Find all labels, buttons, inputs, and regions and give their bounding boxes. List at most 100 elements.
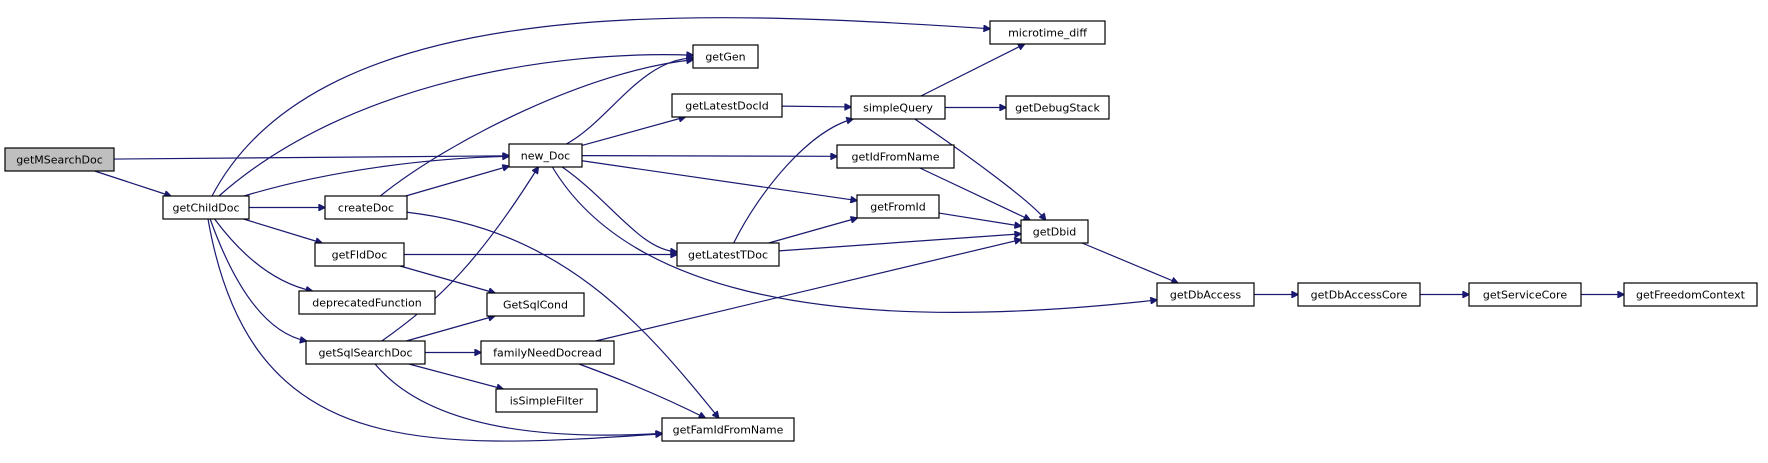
edge-getSqlSearchDoc-to-new_Doc [381, 167, 538, 342]
node-getLatestDocId[interactable]: getLatestDocId [671, 93, 783, 118]
edge-line [113, 156, 509, 160]
node-deprecatedFunction[interactable]: deprecatedFunction [298, 290, 436, 315]
edge-getChildDoc-to-getSqlSearchDoc [209, 218, 306, 341]
edge-getLatestTDoc-to-getDbid [778, 234, 1021, 252]
node-getFamIdFromName[interactable]: getFamIdFromName [661, 417, 795, 442]
node-label: getLatestDocId [685, 100, 769, 113]
edges-layer [94, 17, 1624, 442]
node-box [692, 44, 759, 69]
edge-getFromId-to-getDbid [938, 212, 1021, 226]
node-box [1005, 95, 1110, 120]
node-box [676, 242, 780, 267]
node-getFreedomContext[interactable]: getFreedomContext [1623, 282, 1758, 307]
edge-getLatestDocId-to-simpleQuery [781, 106, 851, 107]
node-getChildDoc[interactable]: getChildDoc [162, 195, 250, 220]
edge-getChildDoc-to-getFamIdFromName [207, 218, 662, 442]
node-box [1156, 282, 1255, 307]
node-label: GetSqlCond [503, 299, 568, 312]
node-microtime_diff[interactable]: microtime_diff [989, 20, 1106, 45]
edge-familyNeedDocread-to-getDbid [595, 239, 1021, 342]
node-getFromId[interactable]: getFromId [856, 194, 940, 219]
node-box [324, 195, 408, 220]
node-label: familyNeedDocread [493, 347, 602, 360]
node-box [480, 340, 615, 365]
node-label: microtime_diff [1008, 27, 1087, 40]
edge-new_Doc-to-getLatestTDoc [561, 166, 677, 252]
node-label: getDebugStack [1015, 102, 1100, 115]
node-label: simpleQuery [863, 102, 933, 115]
edge-getSqlSearchDoc-to-isSimpleFilter [408, 363, 503, 389]
node-isSimpleFilter[interactable]: isSimpleFilter [495, 388, 598, 413]
edge-line [1081, 242, 1178, 283]
edge-new_Doc-to-getFromId [581, 160, 857, 201]
node-box [495, 388, 598, 413]
node-box [850, 95, 946, 120]
node-label: getDbAccessCore [1311, 289, 1408, 302]
edge-line [405, 166, 509, 197]
node-box [836, 144, 955, 169]
edge-line [209, 218, 306, 341]
edge-getChildDoc-to-microtime_diff [211, 17, 990, 197]
edge-getChildDoc-to-getFldDoc [243, 218, 322, 243]
node-familyNeedDocread[interactable]: familyNeedDocread [480, 340, 615, 365]
edge-line [399, 265, 495, 293]
node-label: getMSearchDoc [16, 154, 103, 167]
node-getDebugStack[interactable]: getDebugStack [1005, 95, 1110, 120]
node-label: getLatestTDoc [688, 249, 768, 262]
edge-createDoc-to-getGen [379, 60, 693, 197]
edge-getIdFromName-to-getDbid [919, 167, 1030, 220]
edge-simpleQuery-to-microtime_diff [920, 44, 1025, 97]
node-getLatestTDoc[interactable]: getLatestTDoc [676, 242, 780, 267]
node-label: isSimpleFilter [510, 395, 584, 408]
edge-line [919, 167, 1030, 220]
node-getSqlSearchDoc[interactable]: getSqlSearchDoc [305, 340, 426, 365]
node-getDbAccessCore[interactable]: getDbAccessCore [1297, 282, 1421, 307]
edge-line [551, 166, 1157, 313]
edge-line [578, 363, 705, 418]
edge-simpleQuery-to-getDbid [914, 118, 1046, 220]
node-box [661, 417, 795, 442]
edge-new_Doc-to-getIdFromName [581, 156, 837, 157]
node-box [1468, 282, 1582, 307]
node-getDbAccess[interactable]: getDbAccess [1156, 282, 1255, 307]
node-getGen[interactable]: getGen [692, 44, 759, 69]
node-box [1297, 282, 1421, 307]
edge-line [914, 118, 1046, 220]
node-getMSearchDoc[interactable]: getMSearchDoc [4, 147, 115, 172]
node-label: deprecatedFunction [312, 297, 421, 310]
node-label: getFamIdFromName [673, 424, 784, 437]
edge-line [243, 218, 322, 243]
node-box [298, 290, 436, 315]
edge-getFldDoc-to-GetSqlCond [399, 265, 495, 293]
edge-line [207, 218, 662, 442]
node-GetSqlCond[interactable]: GetSqlCond [486, 292, 585, 317]
node-box [671, 93, 783, 118]
edge-getSqlSearchDoc-to-GetSqlCond [406, 316, 495, 342]
edge-line [595, 239, 1021, 342]
edge-createDoc-to-getFamIdFromName [406, 211, 719, 418]
edge-getChildDoc-to-getGen [218, 55, 693, 197]
node-box [508, 143, 583, 168]
edge-line [581, 156, 837, 157]
node-label: getDbAccess [1170, 289, 1241, 302]
node-box [1623, 282, 1758, 307]
node-simpleQuery[interactable]: simpleQuery [850, 95, 946, 120]
node-getFldDoc[interactable]: getFldDoc [314, 242, 405, 267]
node-getServiceCore[interactable]: getServiceCore [1468, 282, 1582, 307]
node-getDbid[interactable]: getDbid [1020, 219, 1089, 244]
node-getIdFromName[interactable]: getIdFromName [836, 144, 955, 169]
edge-line [778, 234, 1021, 252]
node-createDoc[interactable]: createDoc [324, 195, 408, 220]
node-new_Doc[interactable]: new_Doc [508, 143, 583, 168]
edge-getLatestTDoc-to-simpleQuery [733, 119, 853, 244]
edge-line [581, 160, 857, 201]
edge-line [938, 212, 1021, 226]
edge-getSqlSearchDoc-to-getFamIdFromName [374, 363, 662, 435]
node-label: getSqlSearchDoc [318, 347, 412, 360]
edge-line [381, 167, 538, 342]
edge-line [566, 58, 693, 145]
node-box [1020, 219, 1089, 244]
edge-familyNeedDocread-to-getFamIdFromName [578, 363, 705, 418]
node-label: new_Doc [521, 150, 570, 163]
